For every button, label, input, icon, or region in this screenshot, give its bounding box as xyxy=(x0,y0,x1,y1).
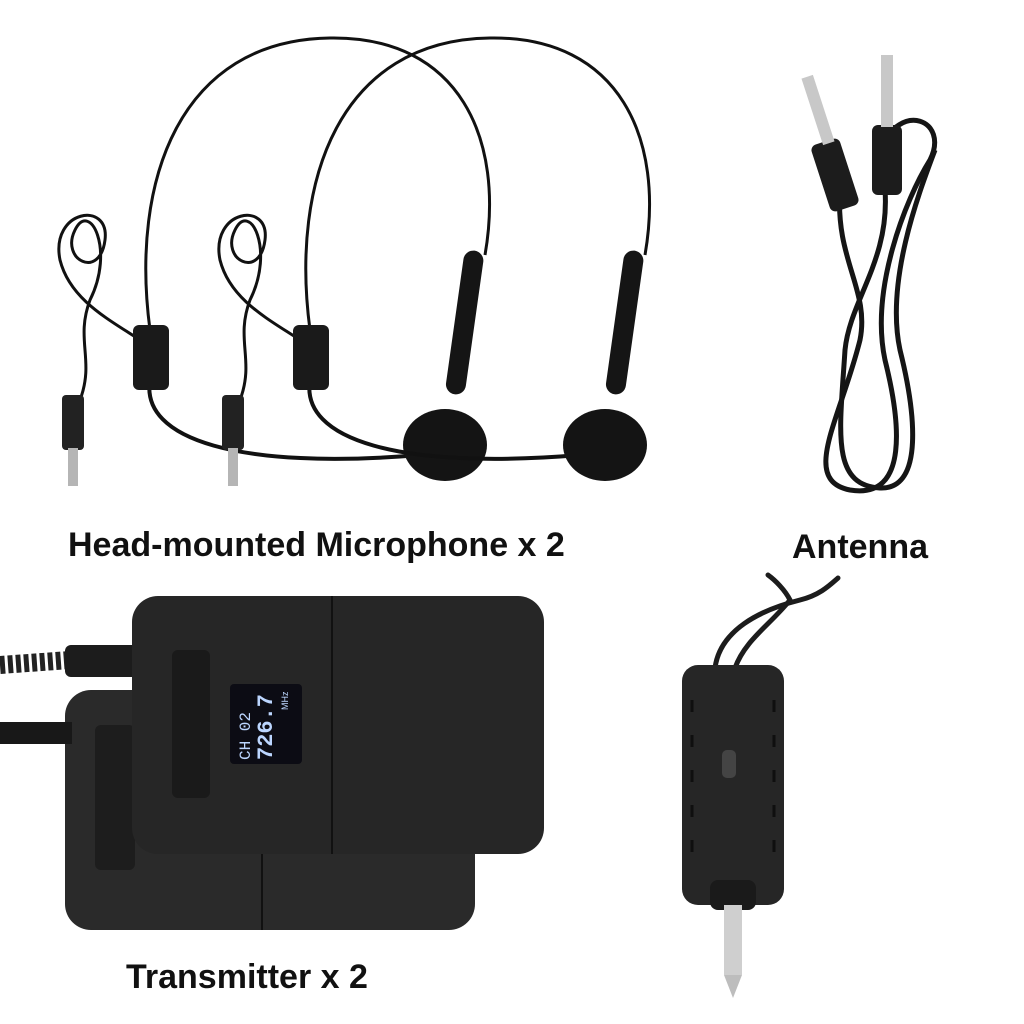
receiver-plug-collar xyxy=(710,880,756,910)
receiver-antenna-wires xyxy=(712,572,841,671)
antenna-cable xyxy=(823,118,938,494)
headset-right-temple-pad xyxy=(605,250,644,395)
receiver-plug-shaft xyxy=(724,905,742,975)
headset-microphone-left xyxy=(57,36,492,461)
receiver-body xyxy=(682,665,784,905)
headset-left-temple-pad xyxy=(445,250,484,395)
headset-left-plug-tip xyxy=(68,448,78,486)
transmitter-front-cable xyxy=(0,651,71,674)
headset-right-clip xyxy=(293,325,329,390)
antenna-plug-left-body xyxy=(811,138,859,212)
receiver-switch xyxy=(722,750,736,778)
antenna-plug-left-tip xyxy=(801,74,835,146)
antenna-plug-right-body xyxy=(872,125,902,195)
headset-left-clip xyxy=(133,325,169,390)
antenna-caption: Antenna xyxy=(792,528,928,566)
antenna-plug-right-tip xyxy=(881,55,893,127)
transmitter-front-jack xyxy=(65,645,140,677)
lcd-channel: CH 02 xyxy=(237,712,255,760)
lcd-frequency: 726.7 xyxy=(254,694,279,760)
headset-microphone-right xyxy=(217,36,652,461)
transmitter-front xyxy=(132,596,544,854)
headset-right-plug xyxy=(222,395,244,450)
headset-left-plug xyxy=(62,395,84,450)
headset-left-foam-windscreen xyxy=(403,409,487,481)
receiver-side-grips xyxy=(690,700,776,852)
receiver-plug-tip xyxy=(724,975,742,998)
transmitter-caption: Transmitter x 2 xyxy=(126,958,368,996)
headset-caption: Head-mounted Microphone x 2 xyxy=(68,526,565,564)
transmitter-lcd xyxy=(230,684,302,764)
lcd-unit: MHz xyxy=(280,691,290,710)
headset-right-plug-tip xyxy=(228,448,238,486)
headset-right-foam-windscreen xyxy=(563,409,647,481)
